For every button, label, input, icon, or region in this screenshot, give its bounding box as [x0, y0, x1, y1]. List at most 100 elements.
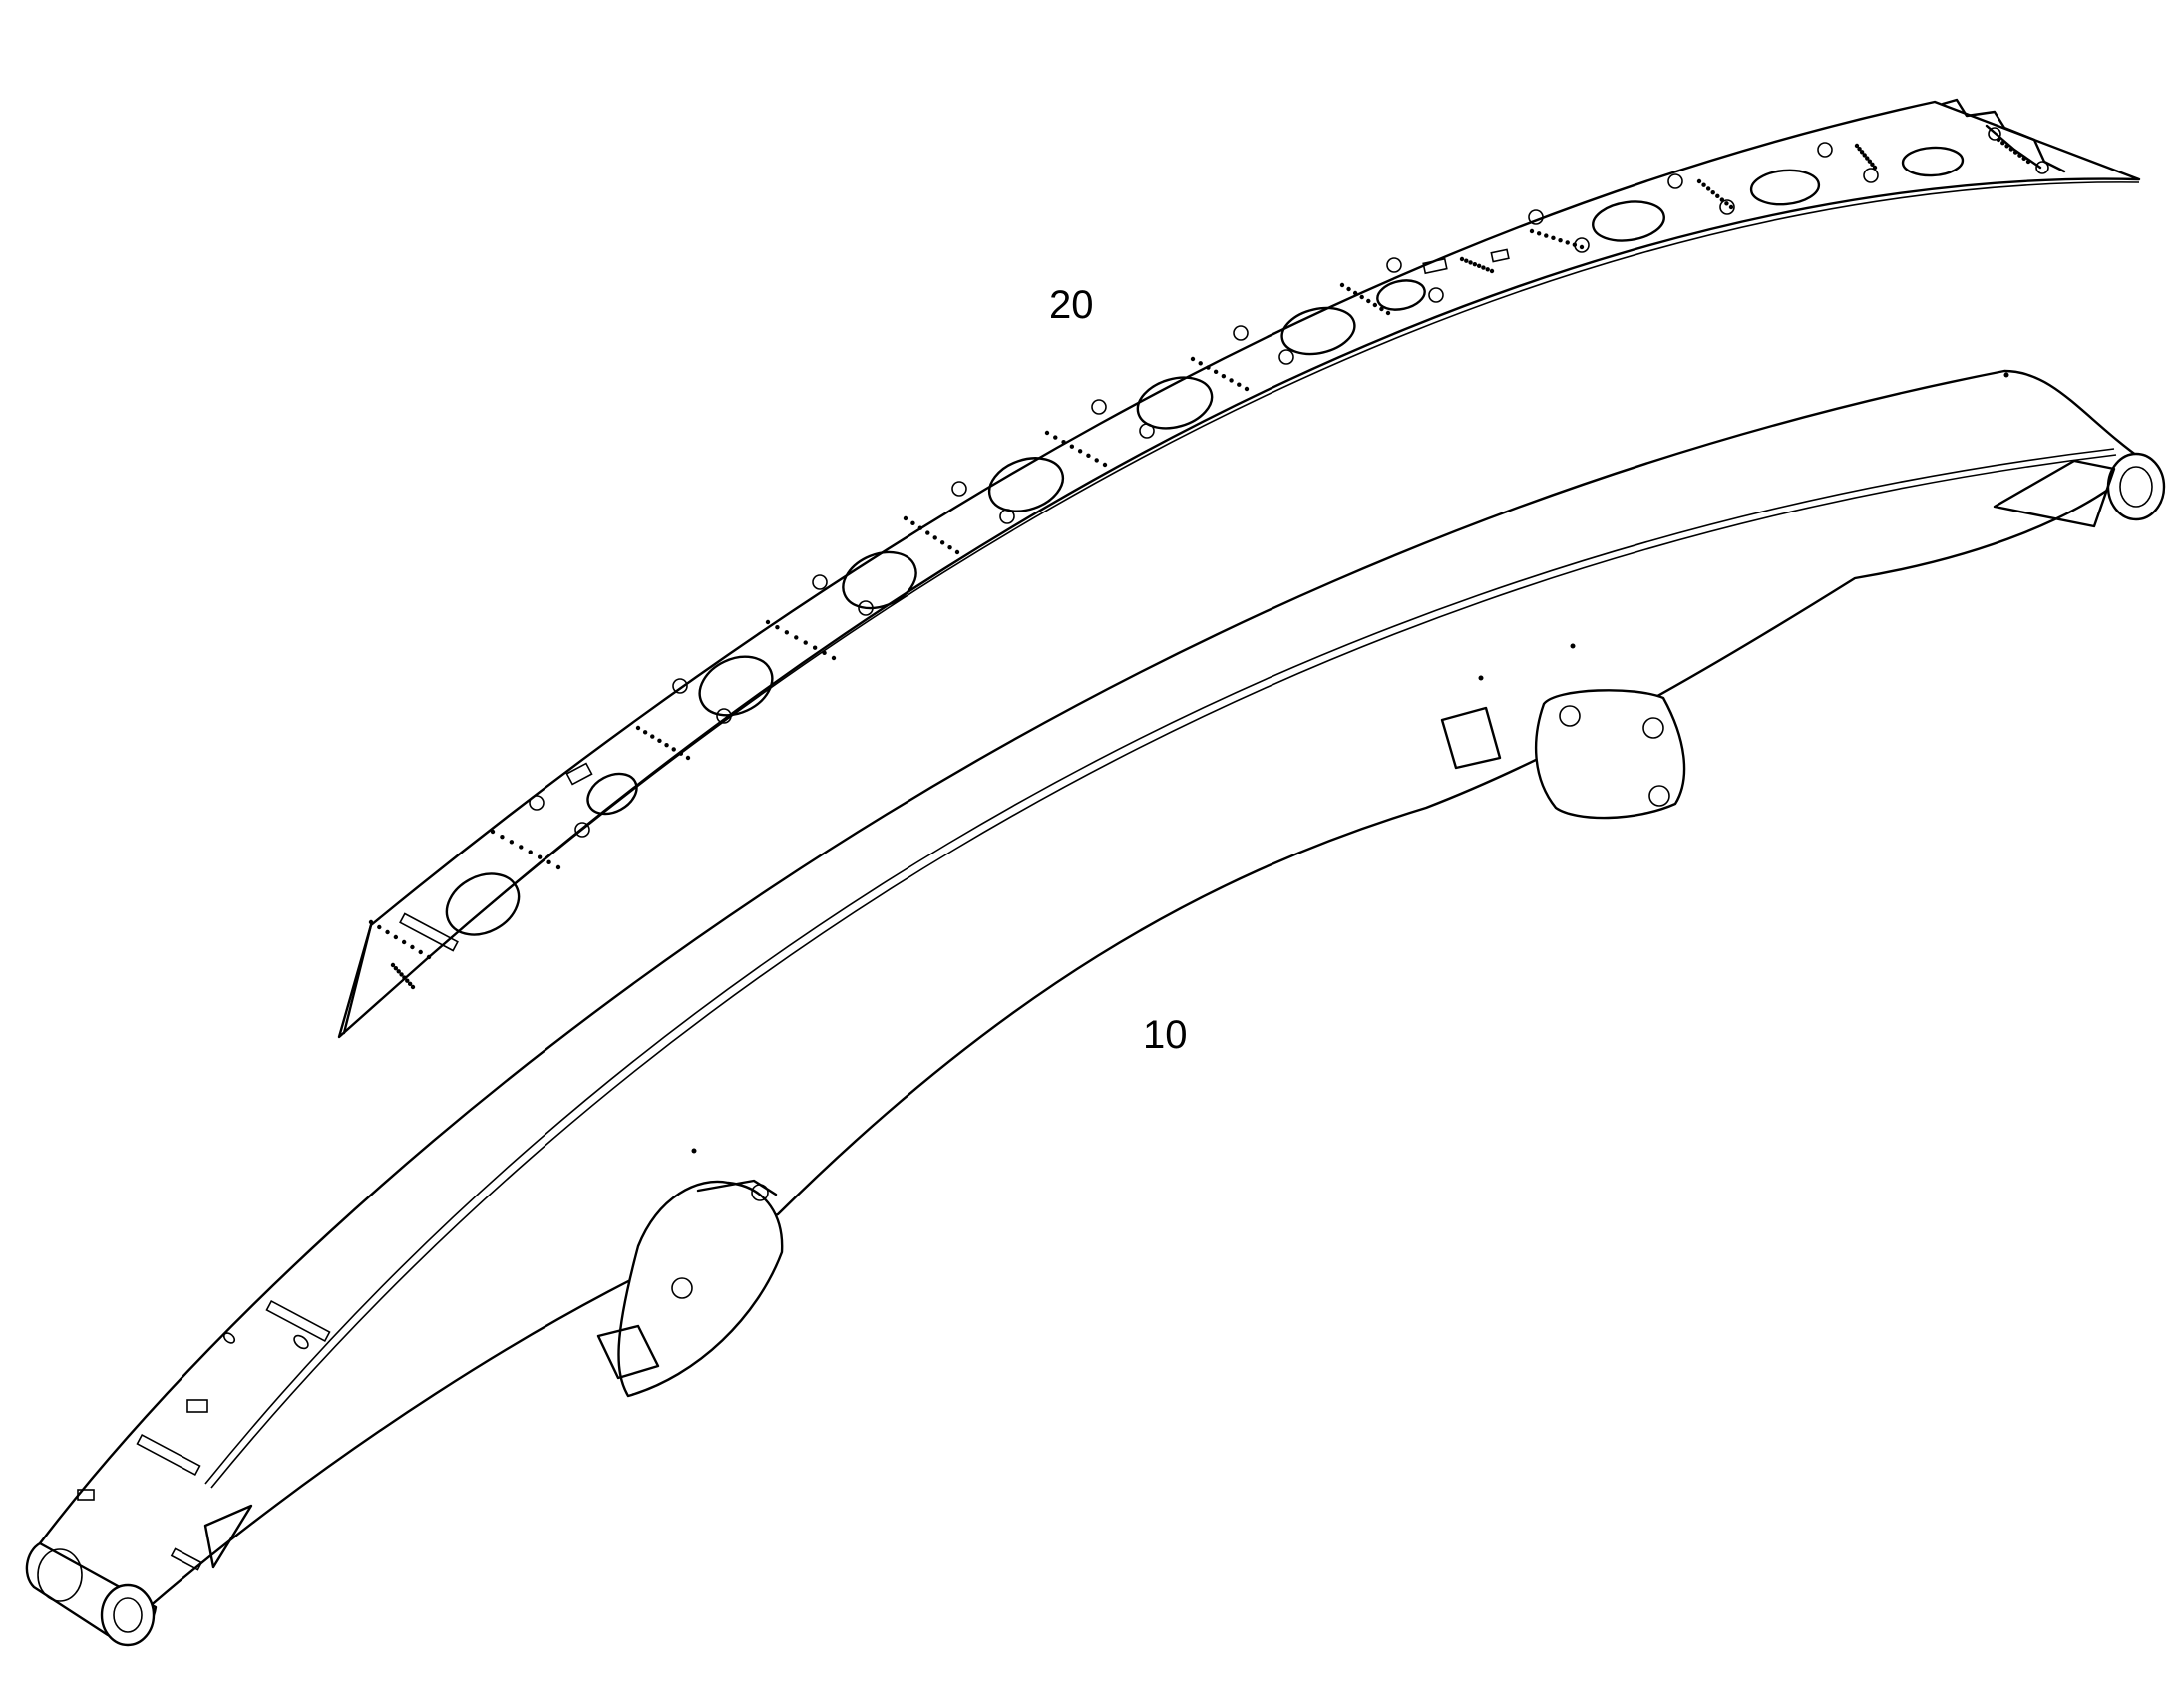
- cover-plate-tip: [342, 923, 373, 1035]
- rivet-dot: [831, 655, 837, 661]
- rivet-dot: [1728, 204, 1734, 210]
- boom-hole-b: [222, 1332, 236, 1344]
- callout-part-10: 10: [1143, 1013, 1188, 1057]
- rivet-dot: [1069, 444, 1075, 449]
- rivet-dot: [1379, 306, 1384, 312]
- rivet-dot: [1339, 282, 1345, 288]
- rivet-dot: [1061, 439, 1066, 445]
- rivet-dot: [794, 635, 799, 640]
- rivet-dot: [1346, 286, 1351, 292]
- rivet-dot: [664, 742, 669, 748]
- rivet-dot: [2017, 153, 2022, 158]
- rivet-dot: [401, 939, 407, 945]
- plate-bracket-b: [565, 762, 593, 786]
- rivet-dot: [1558, 237, 1563, 243]
- rivet-dot: [410, 944, 415, 950]
- boom-bracket-a: [265, 1300, 331, 1342]
- rivet-dot: [1701, 182, 1706, 187]
- rivet-dot: [1724, 201, 1729, 206]
- rivet-dot: [1459, 256, 1465, 262]
- rivet-dot: [939, 540, 945, 545]
- rivet-dot: [1481, 265, 1486, 270]
- rivet-dot: [678, 751, 684, 756]
- rivet-dot: [685, 755, 691, 761]
- rivet-dot: [399, 972, 404, 977]
- plate-bracket-c: [1422, 257, 1448, 275]
- rivet-dot: [1715, 193, 1720, 199]
- rivet-dot: [1857, 146, 1862, 152]
- rivet-dot: [390, 962, 396, 968]
- rivet-dot: [407, 981, 413, 987]
- rivet-dot: [2021, 156, 2026, 162]
- clip-bosses: [529, 142, 1879, 838]
- rivet-dot: [555, 864, 561, 870]
- rivet-dot: [775, 624, 780, 630]
- rivet-dot: [402, 975, 407, 980]
- rivet-dot: [1044, 430, 1050, 436]
- rivet-dot: [490, 829, 496, 835]
- cylinder-mount-front: [596, 1179, 784, 1398]
- rivet-dot: [822, 650, 827, 656]
- rivet-dot: [1696, 178, 1702, 184]
- rivet-dot: [1094, 458, 1099, 463]
- rivet-dot: [1206, 365, 1211, 370]
- rivet-dot: [1366, 298, 1371, 304]
- rivet-dot: [418, 949, 423, 955]
- rivet-dot: [393, 934, 399, 940]
- rivet-dot: [954, 549, 960, 555]
- rivet-dot: [1244, 386, 1250, 392]
- rivet-dot: [1579, 244, 1585, 250]
- rivet-dot: [1854, 143, 1860, 149]
- rivet-dot: [1352, 290, 1358, 296]
- rivet-dot: [1859, 150, 1865, 155]
- rivet-dot: [509, 840, 515, 845]
- rivet-dot: [1536, 231, 1542, 236]
- rivet-dot: [803, 640, 808, 645]
- rivet-dot: [1551, 235, 1556, 241]
- rivet-dot: [1102, 462, 1108, 468]
- rivet-dot: [1385, 310, 1391, 316]
- boom-top-flange-edge-2: [210, 454, 2117, 1489]
- rivet-dot: [1372, 302, 1378, 308]
- rivet-dot: [1468, 260, 1473, 265]
- rivet-dot: [650, 734, 655, 739]
- rivet-dot: [1710, 189, 1715, 195]
- callout-part-20: 20: [1049, 283, 1094, 327]
- rivet-dot: [537, 854, 543, 859]
- boom-tag-b: [77, 1489, 95, 1501]
- boom-body-part-10: [25, 369, 2166, 1647]
- rivet-dot: [2012, 150, 2018, 155]
- rivet-dot: [1213, 369, 1219, 375]
- rivet-dot: [1872, 165, 1878, 171]
- rivet-dot: [1572, 242, 1578, 247]
- rivet-dot: [426, 954, 432, 960]
- rivet-dot: [1077, 449, 1083, 454]
- rivet-dot: [519, 845, 524, 850]
- rivet-dot: [932, 535, 937, 540]
- access-holes: [445, 146, 1965, 936]
- rivet-dot: [385, 929, 390, 935]
- rivet-dot: [500, 834, 505, 840]
- rivet-dot: [1086, 453, 1091, 459]
- rivet-dot: [1359, 294, 1364, 300]
- rivet-dot: [396, 969, 401, 974]
- cover-plate-outline: [337, 100, 2141, 1039]
- rivet-dot: [1870, 162, 1875, 168]
- rivet-dot: [1865, 156, 1870, 161]
- rivet-dot: [1862, 153, 1867, 158]
- rivet-dot: [947, 544, 952, 550]
- rivet-dot: [1529, 228, 1535, 234]
- rivet-dot: [1705, 186, 1711, 191]
- rivet-dot: [405, 978, 410, 983]
- rivet-dot: [642, 730, 648, 735]
- reference-dots: [691, 372, 2009, 1154]
- plate-bracket-d: [1490, 248, 1510, 263]
- plate-bracket-a: [399, 912, 459, 952]
- rivet-dot: [925, 530, 930, 535]
- rivet-dot: [2008, 147, 2014, 152]
- cover-plate-part-20: [337, 98, 2141, 1039]
- rear-lifting-bracket: [1941, 98, 2066, 174]
- rivet-dot: [784, 630, 790, 635]
- rivet-dot: [1053, 435, 1058, 440]
